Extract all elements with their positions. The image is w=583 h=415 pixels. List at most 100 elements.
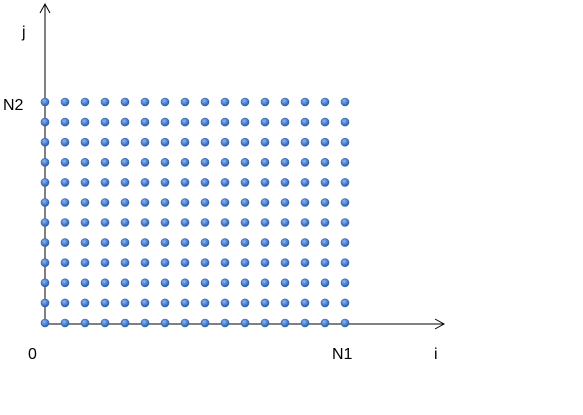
lattice-point bbox=[300, 178, 310, 187]
y-max-label: N2 bbox=[3, 97, 24, 114]
lattice-point bbox=[40, 238, 50, 247]
lattice-point bbox=[140, 158, 150, 167]
lattice-point bbox=[300, 258, 310, 268]
lattice-point bbox=[200, 238, 210, 247]
lattice-point bbox=[320, 298, 330, 308]
lattice-point bbox=[100, 278, 110, 288]
lattice-point bbox=[280, 238, 290, 247]
lattice-point bbox=[240, 97, 250, 107]
lattice-point bbox=[260, 318, 270, 328]
lattice-point bbox=[340, 318, 350, 328]
lattice-point bbox=[320, 137, 330, 147]
lattice-point bbox=[340, 278, 350, 288]
lattice-point bbox=[320, 117, 330, 127]
lattice-point bbox=[260, 218, 270, 227]
lattice-point bbox=[40, 218, 50, 227]
lattice-point bbox=[240, 117, 250, 127]
lattice-point bbox=[340, 298, 350, 308]
lattice-point bbox=[140, 97, 150, 107]
lattice-point bbox=[340, 198, 350, 207]
lattice-point bbox=[200, 298, 210, 308]
lattice-point bbox=[100, 158, 110, 167]
lattice-point bbox=[260, 137, 270, 147]
lattice-point bbox=[220, 178, 230, 187]
lattice-point bbox=[180, 97, 190, 107]
lattice-point bbox=[80, 278, 90, 288]
lattice-point bbox=[280, 137, 290, 147]
lattice-point bbox=[260, 238, 270, 247]
lattice-point bbox=[280, 298, 290, 308]
lattice-point bbox=[220, 158, 230, 167]
lattice-point bbox=[220, 298, 230, 308]
lattice-point bbox=[140, 278, 150, 288]
lattice-point bbox=[140, 218, 150, 227]
lattice-point bbox=[240, 278, 250, 288]
lattice-point bbox=[280, 178, 290, 187]
lattice-point bbox=[80, 318, 90, 328]
lattice-point bbox=[320, 198, 330, 207]
lattice-point bbox=[340, 137, 350, 147]
lattice-point bbox=[180, 137, 190, 147]
lattice-point bbox=[260, 258, 270, 268]
lattice-point bbox=[160, 238, 170, 247]
lattice-point bbox=[40, 298, 50, 308]
lattice-point bbox=[240, 198, 250, 207]
lattice-point bbox=[240, 298, 250, 308]
lattice-point bbox=[120, 218, 130, 227]
lattice-point bbox=[260, 278, 270, 288]
lattice-point bbox=[160, 198, 170, 207]
lattice-point bbox=[180, 218, 190, 227]
lattice-point bbox=[40, 278, 50, 288]
lattice-point bbox=[100, 117, 110, 127]
lattice-point bbox=[200, 97, 210, 107]
lattice-point bbox=[60, 238, 70, 247]
lattice-point bbox=[200, 158, 210, 167]
lattice-point bbox=[340, 158, 350, 167]
lattice-point bbox=[320, 278, 330, 288]
lattice-point bbox=[160, 218, 170, 227]
lattice-point bbox=[80, 117, 90, 127]
lattice-point bbox=[220, 278, 230, 288]
lattice-point bbox=[200, 178, 210, 187]
lattice-point bbox=[240, 238, 250, 247]
lattice-point bbox=[60, 298, 70, 308]
lattice-point bbox=[80, 298, 90, 308]
lattice-point bbox=[120, 198, 130, 207]
lattice-point bbox=[40, 318, 50, 328]
lattice-point bbox=[300, 137, 310, 147]
lattice-point bbox=[80, 238, 90, 247]
lattice-point bbox=[220, 238, 230, 247]
lattice-point bbox=[160, 137, 170, 147]
lattice-point bbox=[180, 258, 190, 268]
x-axis-arrowhead bbox=[434, 318, 446, 330]
lattice-point bbox=[120, 97, 130, 107]
lattice-point bbox=[40, 97, 50, 107]
lattice-point bbox=[140, 178, 150, 187]
lattice-point bbox=[60, 218, 70, 227]
lattice-point bbox=[280, 258, 290, 268]
lattice-point bbox=[100, 137, 110, 147]
lattice-point bbox=[200, 318, 210, 328]
lattice-point bbox=[340, 117, 350, 127]
lattice-point bbox=[60, 97, 70, 107]
y-axis-arrowhead bbox=[39, 2, 51, 14]
lattice-point bbox=[80, 97, 90, 107]
lattice-point bbox=[40, 258, 50, 268]
lattice-point bbox=[280, 97, 290, 107]
lattice-point bbox=[180, 278, 190, 288]
lattice-point bbox=[100, 238, 110, 247]
lattice-point bbox=[160, 178, 170, 187]
lattice-point bbox=[100, 178, 110, 187]
lattice-point bbox=[180, 318, 190, 328]
origin-label: 0 bbox=[28, 346, 37, 363]
lattice-point bbox=[260, 158, 270, 167]
lattice-point bbox=[180, 178, 190, 187]
lattice-point bbox=[200, 117, 210, 127]
lattice-point bbox=[40, 198, 50, 207]
lattice-point bbox=[300, 298, 310, 308]
lattice-point bbox=[240, 178, 250, 187]
lattice-point bbox=[320, 258, 330, 268]
lattice-point bbox=[220, 218, 230, 227]
lattice-point bbox=[200, 137, 210, 147]
